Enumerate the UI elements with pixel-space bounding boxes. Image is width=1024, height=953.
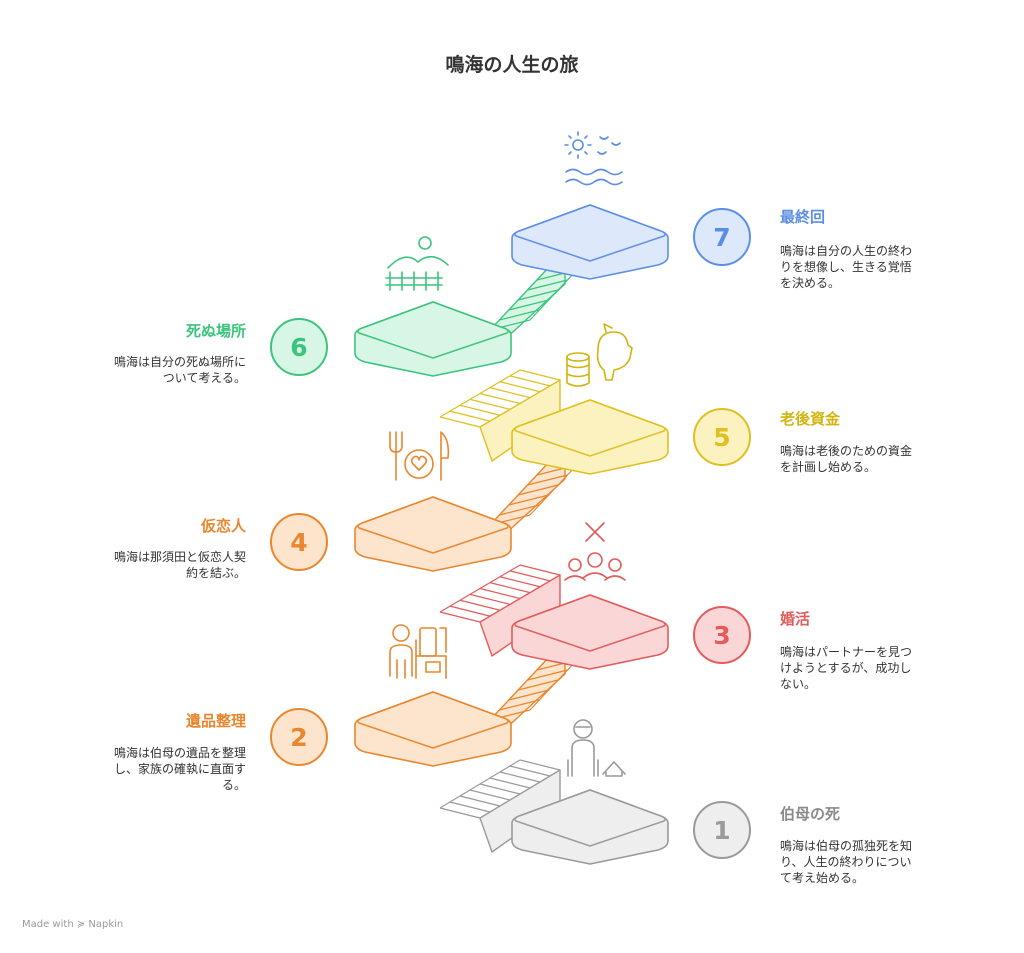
step-5-description: 鳴海は老後のための資金 を計画し始める。 — [780, 444, 913, 474]
step-2-description: 鳴海は伯母の遺品を整理 し、家族の確執に直面す る。 — [113, 746, 246, 792]
step-5-title: 老後資金 — [780, 410, 841, 428]
stairs-3-4 — [439, 564, 561, 657]
step-4-number-badge: 4 — [270, 513, 328, 571]
step-3-number: 3 — [713, 621, 730, 650]
step-6-title: 死ぬ場所 — [185, 322, 246, 340]
step-1-title: 伯母の死 — [780, 805, 841, 823]
step-2-number: 2 — [290, 723, 307, 752]
platform-step-5 — [511, 399, 669, 475]
step-7-description: 鳴海は自分の人生の終わ りを想像し、生きる覚悟 を決める。 — [780, 244, 913, 290]
made-with-napkin-credit: Made with ≽ Napkin — [22, 919, 124, 930]
platform-step-1 — [511, 789, 669, 865]
platform-step-7 — [511, 204, 669, 280]
stairs-1-2 — [439, 759, 561, 853]
step-7-title: 最終回 — [780, 208, 826, 226]
grave-person-house-icon — [567, 719, 626, 777]
platform-step-2 — [354, 691, 512, 767]
fork-heart-knife-icon — [389, 431, 450, 481]
step-7-number: 7 — [713, 223, 730, 252]
step-2-title: 遺品整理 — [185, 712, 246, 730]
step-1-description: 鳴海は伯母の孤独死を知 り、人生の終わりについ て考え始める。 — [780, 839, 913, 885]
diagram-title: 鳴海の人生の旅 — [445, 54, 579, 76]
step-3-title: 婚活 — [780, 610, 811, 628]
step-5-number: 5 — [713, 423, 730, 452]
people-cross-icon — [564, 522, 626, 581]
step-6-number-badge: 6 — [270, 318, 328, 376]
sun-sea-icon — [564, 131, 623, 186]
step-1-number-badge: 1 — [693, 801, 751, 859]
step-7-number-badge: 7 — [693, 208, 751, 266]
step-3-number-badge: 3 — [693, 606, 751, 664]
step-4-description: 鳴海は那須田と仮恋人契 約を結ぶ。 — [113, 550, 246, 580]
step-6-description: 鳴海は自分の死ぬ場所に ついて考える。 — [113, 355, 246, 385]
step-4-number: 4 — [290, 528, 307, 557]
coins-piggybank-icon — [566, 323, 633, 387]
platform-step-3 — [511, 594, 669, 670]
platform-step-4 — [354, 496, 512, 572]
step-4-title: 仮恋人 — [200, 517, 246, 535]
step-2-number-badge: 2 — [270, 708, 328, 766]
step-6-number: 6 — [290, 333, 307, 362]
step-5-number-badge: 5 — [693, 408, 751, 466]
person-belongings-icon — [389, 624, 447, 679]
step-3-description: 鳴海はパートナーを見つ けようとするが、成功し ない。 — [780, 645, 913, 691]
landscape-fence-icon — [385, 236, 449, 291]
platform-step-6 — [354, 301, 512, 377]
step-1-number: 1 — [713, 816, 730, 845]
